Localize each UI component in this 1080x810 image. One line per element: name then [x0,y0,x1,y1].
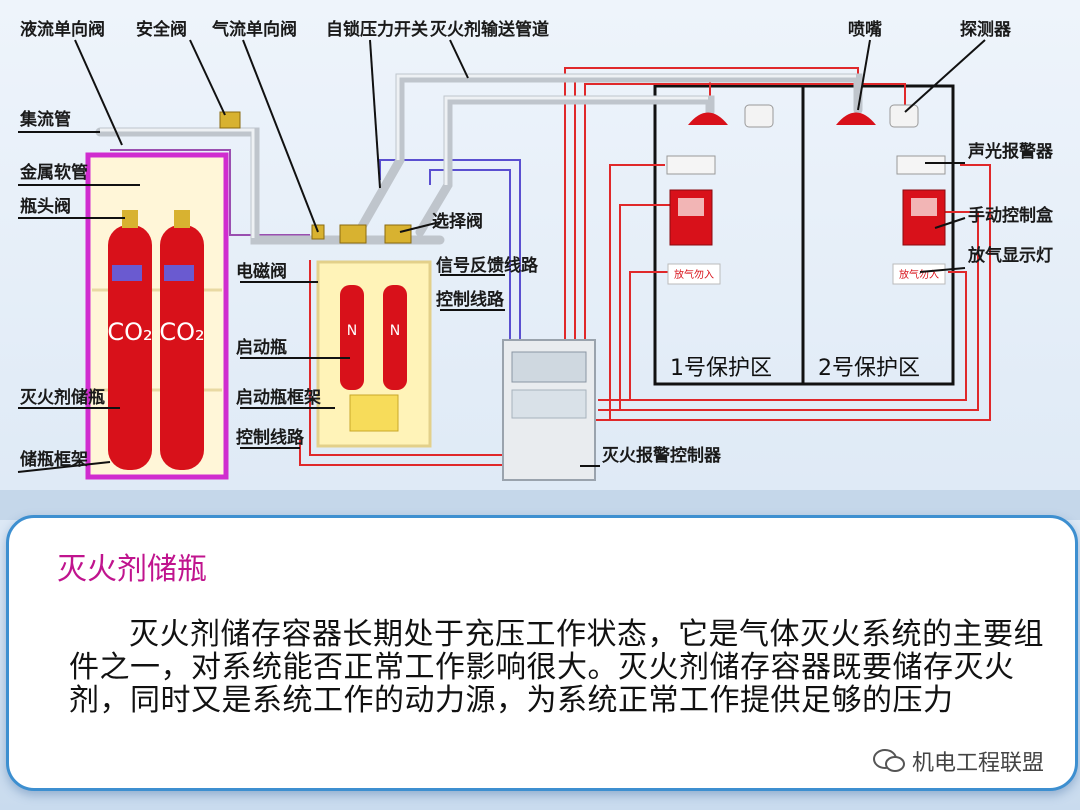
detector-zone1 [744,104,774,128]
svg-text:N: N [390,323,400,339]
panel-title: 灭火剂储瓶 [57,552,207,587]
watermark: 机电工程联盟 [872,745,1044,777]
wechat-icon [872,749,905,772]
selector-valve-b [384,224,412,244]
label-agent-bottle: 灭火剂储瓶 [20,388,105,408]
label-metal-hose: 金属软管 [20,163,88,183]
pipe-highlight [100,74,856,238]
label-start-bottle: 启动瓶 [236,338,287,358]
control-wires [299,67,991,466]
hose-line [110,149,310,236]
start-frame-label [349,394,399,432]
sound-light-alarm-zone1 [666,155,716,175]
safety-valve [219,111,241,129]
nozzle-zone1 [688,112,728,125]
label-bottle-frame: 储瓶框架 [20,450,88,470]
svg-text:放气勿入: 放气勿入 [674,268,714,281]
svg-text:N: N [347,323,357,339]
fire-suppression-system-diagram: CO₂ CO₂ N N 放气勿入 放气勿入 [0,39,1080,520]
label-zone1: 1号保护区 [670,356,772,381]
start-bottle-2: N [383,285,407,390]
label-start-bottle-frame: 启动瓶框架 [236,388,321,408]
label-feedback-line: 信号反馈线路 [436,256,538,276]
detector-zone2 [889,104,919,128]
selector-valve-a [339,224,367,244]
co2-mark-2: CO₂ [159,318,204,346]
sound-light-alarm-zone2 [896,155,946,175]
label-selector-valve: 选择阀 [432,212,483,232]
label-solenoid-valve: 电磁阀 [236,262,287,282]
label-gas-check-valve: 气流单向阀 [212,20,297,40]
zone2-box [801,84,955,386]
co2-mark-1: CO₂ [107,318,152,346]
nozzle-zone2 [836,112,876,125]
label-bottle-valve: 瓶头阀 [20,197,71,217]
label-manual-box: 手动控制盒 [968,206,1053,226]
label-pressure-switch: 自锁压力开关 [326,20,428,40]
co2-bottle-2: CO₂ [159,210,205,470]
label-detector: 探测器 [960,20,1011,40]
label-nozzle: 喷嘴 [848,20,882,40]
start-bottle-1: N [340,285,364,390]
label-manifold: 集流管 [20,110,71,130]
label-agent-pipe: 灭火剂输送管道 [430,20,549,40]
manual-box-zone2 [902,189,946,246]
label-sound-light-alarm: 声光报警器 [968,142,1053,162]
label-control-line-2: 控制线路 [236,428,304,448]
release-lamp-zone2 [892,263,946,285]
watermark-text: 机电工程联盟 [911,751,1044,776]
description-panel: 灭火剂储瓶 灭火剂储存容器长期处于充压工作状态，它是气体灭火系统的主要组件之一，… [6,515,1078,791]
leader-lines [17,39,986,473]
co2-bottle-1: CO₂ [107,210,153,470]
label-safety-valve: 安全阀 [136,20,187,40]
panel-body: 灭火剂储存容器长期处于充压工作状态，它是气体灭火系统的主要组件之一，对系统能否正… [69,617,1044,718]
label-zone2: 2号保护区 [818,356,920,381]
label-controller: 灭火报警控制器 [602,446,721,466]
label-release-lamp: 放气显示灯 [968,246,1053,266]
label-liquid-check-valve: 液流单向阀 [20,20,105,40]
release-lamp-zone1 [667,263,721,285]
label-control-line-1: 控制线路 [436,290,504,310]
